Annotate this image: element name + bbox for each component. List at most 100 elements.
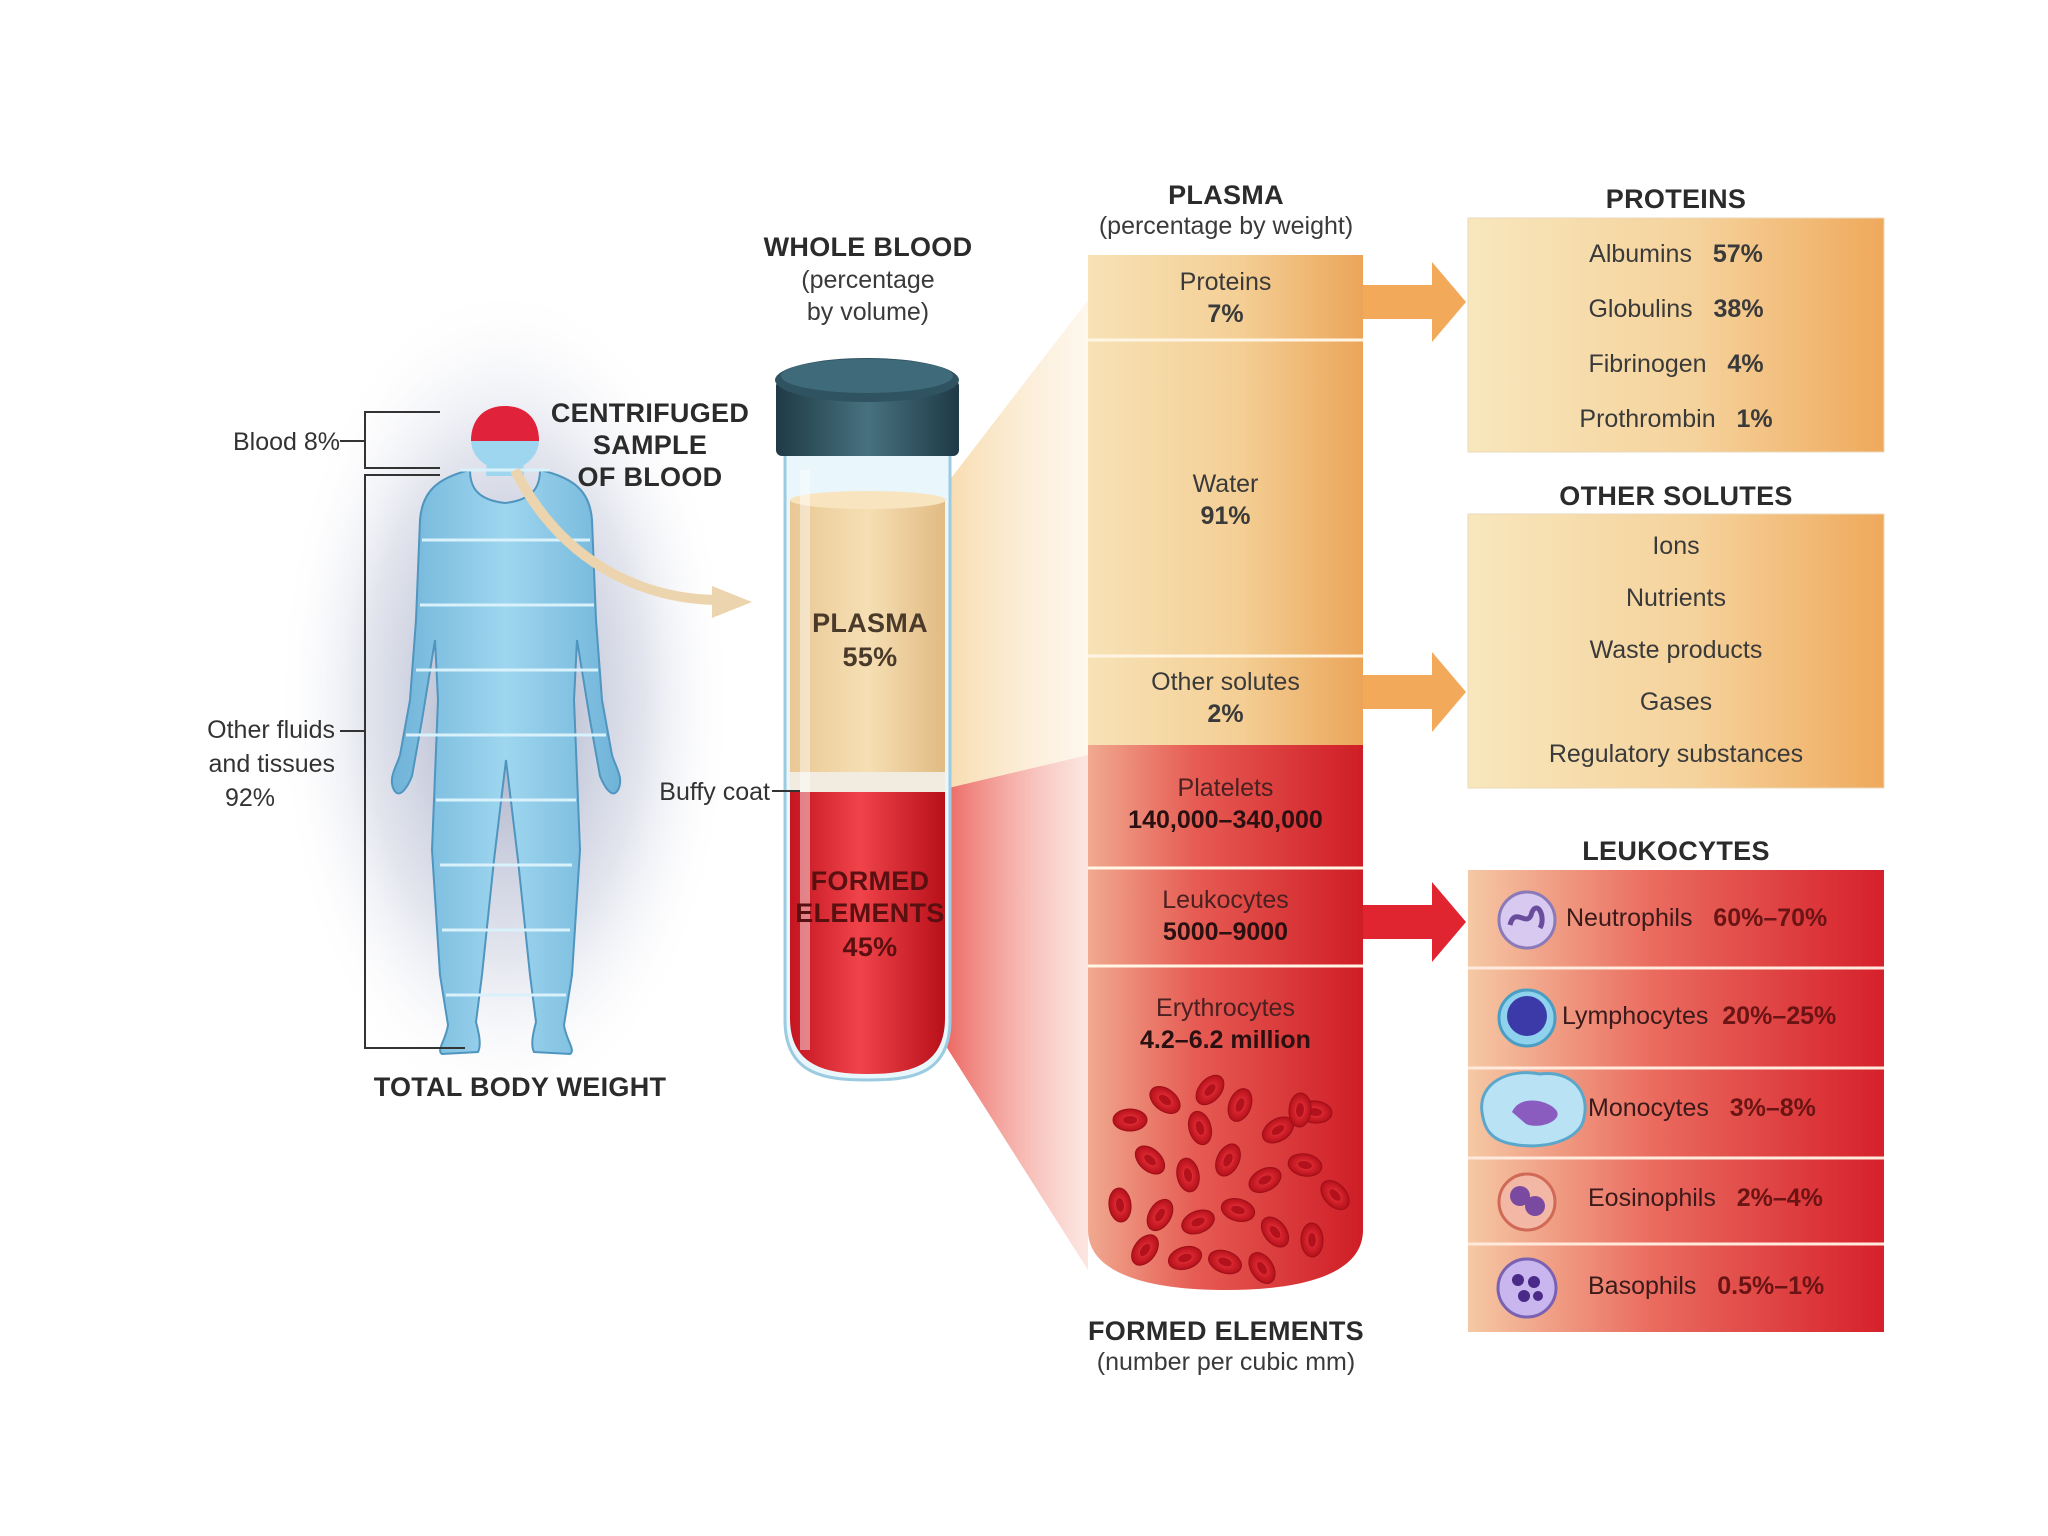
proteins-box <box>1467 217 1885 453</box>
blood-percent-label: Blood 8% <box>232 428 340 456</box>
red-blood-cell-center <box>1115 1198 1125 1212</box>
neutrophil-cell-icon <box>1497 890 1557 950</box>
other-fluids-label-1: Other fluids <box>207 716 335 744</box>
protein-item: Prothrombin 1% <box>1468 405 1884 433</box>
plasma-solutes-label: Other solutes <box>1151 668 1300 696</box>
other-fluids-percent: 92% <box>224 784 276 812</box>
protein-name: Fibrinogen <box>1588 350 1707 378</box>
centrifuged-sample-line-1: CENTRIFUGED <box>550 398 750 428</box>
solute-item: Regulatory substances <box>1548 740 1804 768</box>
human-figure <box>390 406 622 1056</box>
red-blood-cell-center <box>1178 1253 1192 1263</box>
buffy-coat-layer <box>790 772 945 792</box>
monocyte-cell-icon <box>1480 1071 1587 1148</box>
whole-blood-title: WHOLE BLOOD <box>763 232 973 262</box>
plasma-proteins-label: Proteins <box>1179 268 1272 296</box>
leukocyte-name: Lymphocytes <box>1562 1002 1709 1030</box>
protein-name: Prothrombin <box>1579 405 1716 433</box>
solute-item: Ions <box>1652 532 1700 560</box>
leukocytes-value: 5000–9000 <box>1162 918 1289 946</box>
leukocyte-item: Neutrophils 60%–70% <box>1566 904 1884 932</box>
plasma-column <box>1088 255 1363 745</box>
red-blood-cell-center <box>1329 1189 1341 1201</box>
red-blood-cell-center <box>1307 1233 1317 1247</box>
proteins-box-title: PROTEINS <box>1605 184 1747 214</box>
plasma-proteins-percent: 7% <box>1207 300 1244 328</box>
leukocyte-percent: 60%–70% <box>1713 904 1828 932</box>
leukocytes-box-title: LEUKOCYTES <box>1582 836 1770 866</box>
tube-plasma-layer <box>790 500 945 790</box>
eosinophil-cell-icon <box>1497 1172 1557 1232</box>
leukocyte-name: Neutrophils <box>1566 904 1693 932</box>
buffy-coat-label: Buffy coat <box>659 778 770 806</box>
leukocyte-name: Monocytes <box>1588 1094 1709 1122</box>
red-blood-cell-center <box>1258 1175 1272 1185</box>
protein-item: Fibrinogen 4% <box>1468 350 1884 378</box>
red-blood-cell-center <box>1144 1154 1156 1166</box>
tube-formed-percent: 45% <box>842 932 898 962</box>
red-blood-cell-center <box>1235 1098 1245 1112</box>
red-blood-cell-center <box>1195 1121 1205 1135</box>
leukocyte-name: Basophils <box>1588 1272 1697 1300</box>
protein-name: Albumins <box>1589 240 1692 268</box>
tube-formed-label-1: FORMED <box>810 866 930 896</box>
protein-percent: 4% <box>1727 350 1764 378</box>
platelets-value: 140,000–340,000 <box>1128 806 1323 834</box>
centrifuged-sample-line-3: OF BLOOD <box>577 462 723 492</box>
red-blood-cell-center <box>1271 1124 1285 1136</box>
plasma-fan <box>940 300 1088 790</box>
formed-elements-title: FORMED ELEMENTS <box>1087 1316 1364 1346</box>
proteins-arrow <box>1363 262 1466 342</box>
red-blood-cell-center <box>1231 1205 1245 1215</box>
formed-fan <box>940 755 1088 1270</box>
red-blood-cell-center <box>1158 1094 1172 1106</box>
red-blood-cell-center <box>1298 1160 1312 1170</box>
leukocyte-name: Eosinophils <box>1588 1184 1716 1212</box>
leukocyte-item: Eosinophils 2%–4% <box>1588 1184 1884 1212</box>
leukocyte-percent: 0.5%–1% <box>1717 1272 1825 1300</box>
red-blood-cell-center <box>1223 1153 1233 1167</box>
red-blood-cell-center <box>1191 1217 1205 1227</box>
red-blood-cell-center <box>1139 1243 1151 1257</box>
solutes-box-title: OTHER SOLUTES <box>1559 481 1793 511</box>
test-tube <box>775 358 959 1082</box>
protein-percent: 38% <box>1713 295 1764 323</box>
formed-elements-subtitle: (number per cubic mm) <box>1096 1348 1356 1376</box>
erythrocytes-label: Erythrocytes <box>1156 994 1295 1022</box>
plasma-solutes-percent: 2% <box>1207 700 1244 728</box>
leukocytes-label: Leukocytes <box>1162 886 1289 914</box>
body-brackets <box>340 411 465 1049</box>
whole-blood-subtitle-2: by volume) <box>806 298 930 326</box>
plasma-water-percent: 91% <box>1200 502 1251 530</box>
red-blood-cell-center <box>1295 1103 1305 1117</box>
leukocyte-item: Basophils 0.5%–1% <box>1588 1272 1884 1300</box>
protein-item: Globulins 38% <box>1468 295 1884 323</box>
protein-name: Globulins <box>1588 295 1693 323</box>
red-blood-cell-center <box>1269 1225 1281 1239</box>
basophil-cell-icon <box>1496 1257 1558 1319</box>
leukocytes-arrow <box>1363 882 1466 962</box>
red-blood-cell-center <box>1155 1208 1165 1222</box>
leukocyte-percent: 2%–4% <box>1736 1184 1823 1212</box>
protein-percent: 1% <box>1736 405 1773 433</box>
red-blood-cell-center <box>1256 1261 1268 1275</box>
red-blood-cell-center <box>1218 1257 1232 1267</box>
protein-percent: 57% <box>1712 240 1763 268</box>
plasma-title: PLASMA <box>1168 180 1284 210</box>
red-blood-cell-center <box>1123 1116 1137 1124</box>
tube-formed-label-2: ELEMENTS <box>795 898 945 928</box>
centrifuged-sample-line-2: SAMPLE <box>592 430 708 460</box>
solute-item: Gases <box>1639 688 1713 716</box>
plasma-subtitle: (percentage by weight) <box>1098 212 1354 240</box>
total-body-weight-caption: TOTAL BODY WEIGHT <box>373 1072 667 1102</box>
tube-plasma-label: PLASMA <box>812 608 928 638</box>
tube-formed-layer <box>790 792 945 1074</box>
leukocyte-item: Lymphocytes 20%–25% <box>1562 1002 1884 1030</box>
composition-column <box>1088 255 1363 1290</box>
protein-item: Albumins 57% <box>1468 240 1884 268</box>
head-blood-cap <box>471 406 539 441</box>
solutes-arrow <box>1363 652 1466 732</box>
lymphocyte-cell-icon <box>1497 988 1557 1048</box>
solutes-box <box>1467 513 1885 789</box>
